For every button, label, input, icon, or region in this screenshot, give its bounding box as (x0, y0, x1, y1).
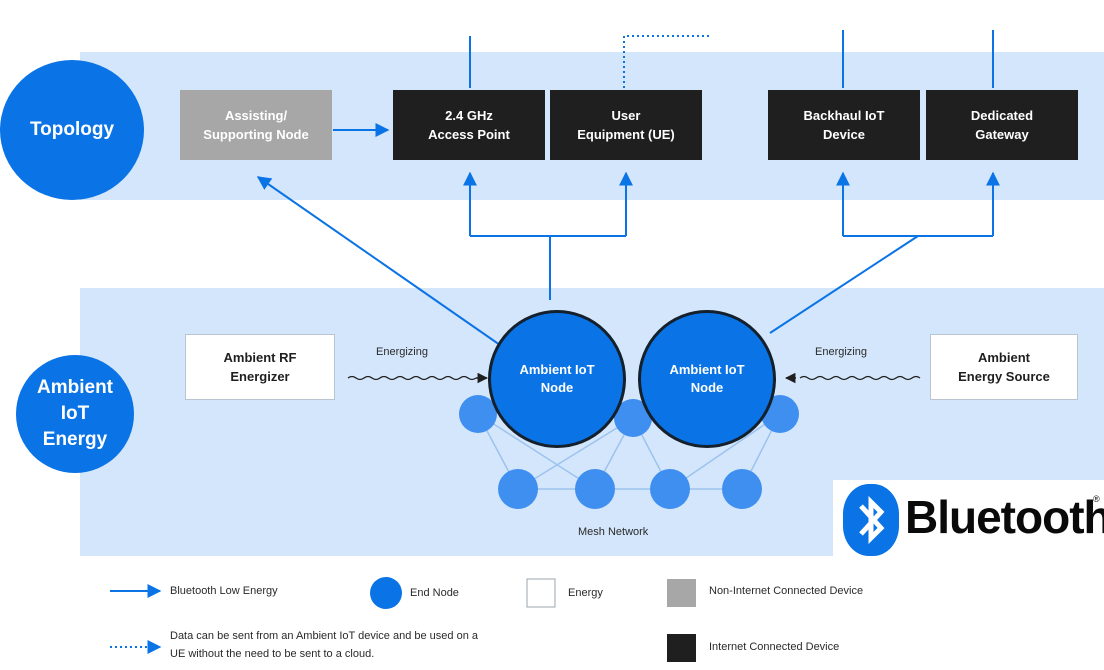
legend-internet-label: Internet Connected Device (709, 641, 840, 653)
energizing-right-label: Energizing (815, 346, 867, 358)
legend-non-internet-label: Non-Internet Connected Device (709, 585, 864, 597)
legend-energy-label: Energy (568, 587, 603, 599)
bluetooth-logo: Bluetooth ® (833, 480, 1104, 560)
mesh-node-6 (650, 469, 690, 509)
backhaul-device-box: Backhaul IoT Device (768, 90, 920, 160)
topology-label: Topology (0, 60, 144, 200)
energizing-right-wave (799, 375, 921, 381)
ue-dotted-line (623, 35, 712, 88)
right-node-uplink (769, 235, 919, 334)
user-equipment-box: User Equipment (UE) (550, 90, 702, 160)
bluetooth-wordmark: Bluetooth (905, 491, 1104, 543)
energizing-left-wave (347, 375, 477, 381)
assisting-node-box: Assisting/ Supporting Node (180, 90, 332, 160)
rf-energizer-box: Ambient RF Energizer (185, 334, 335, 400)
dedicated-gateway-box: Dedicated Gateway (926, 90, 1078, 160)
mesh-node-5 (575, 469, 615, 509)
legend-ble-label: Bluetooth Low Energy (170, 585, 278, 597)
registered-mark: ® (1093, 494, 1100, 504)
legend-ue-note-line2: UE without the need to be sent to a clou… (170, 648, 375, 660)
energizing-left-label: Energizing (376, 346, 428, 358)
mesh-node-1 (459, 395, 497, 433)
legend-ue-note-line1: Data can be sent from an Ambient IoT dev… (170, 630, 478, 642)
bluetooth-rune-icon (843, 484, 899, 556)
legend-end-node-label: End Node (410, 587, 459, 599)
ambient-energy-label: Ambient IoT Energy (16, 355, 134, 473)
mesh-node-2 (614, 399, 652, 437)
energy-source-box: Ambient Energy Source (930, 334, 1078, 400)
ambient-iot-node-left: Ambient IoT Node (488, 310, 626, 448)
mesh-network-label: Mesh Network (578, 526, 649, 538)
access-point-box: 2.4 GHz Access Point (393, 90, 545, 160)
to-assist-arrow (256, 176, 501, 346)
mesh-node-7 (722, 469, 762, 509)
ambient-iot-node-right: Ambient IoT Node (638, 310, 776, 448)
mesh-end-nodes (459, 395, 799, 509)
mesh-node-4 (498, 469, 538, 509)
